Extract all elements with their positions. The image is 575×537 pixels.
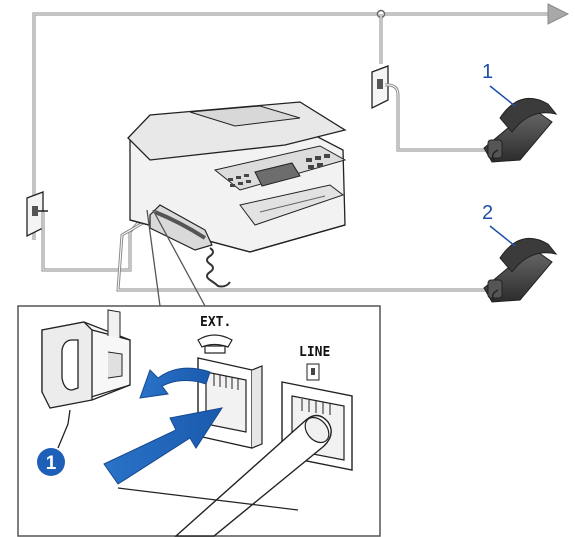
line-cable — [174, 414, 332, 537]
phone-2-label: 2 — [482, 202, 493, 224]
line-jack-label: LINE — [299, 345, 330, 360]
callout-badge: 1 — [37, 448, 65, 476]
telephone-icon — [483, 97, 558, 163]
fax-machine-icon — [127, 101, 347, 288]
wall-jack-icon — [371, 65, 389, 110]
insert-arrow-icon — [103, 407, 224, 485]
protective-cover-icon — [41, 309, 131, 409]
wall-jack-icon — [26, 191, 48, 238]
remove-arrow-icon — [139, 367, 211, 399]
wall-jack-icon — [306, 363, 320, 381]
telephone-icon — [483, 237, 558, 303]
telephone-line — [32, 3, 570, 240]
phone-handset-icon — [197, 334, 233, 354]
ext-jack-label: EXT. — [200, 315, 231, 330]
phone-1-label: 1 — [482, 61, 493, 83]
line-continues-arrow-icon — [547, 3, 570, 25]
cover-label: 1 — [46, 453, 57, 474]
